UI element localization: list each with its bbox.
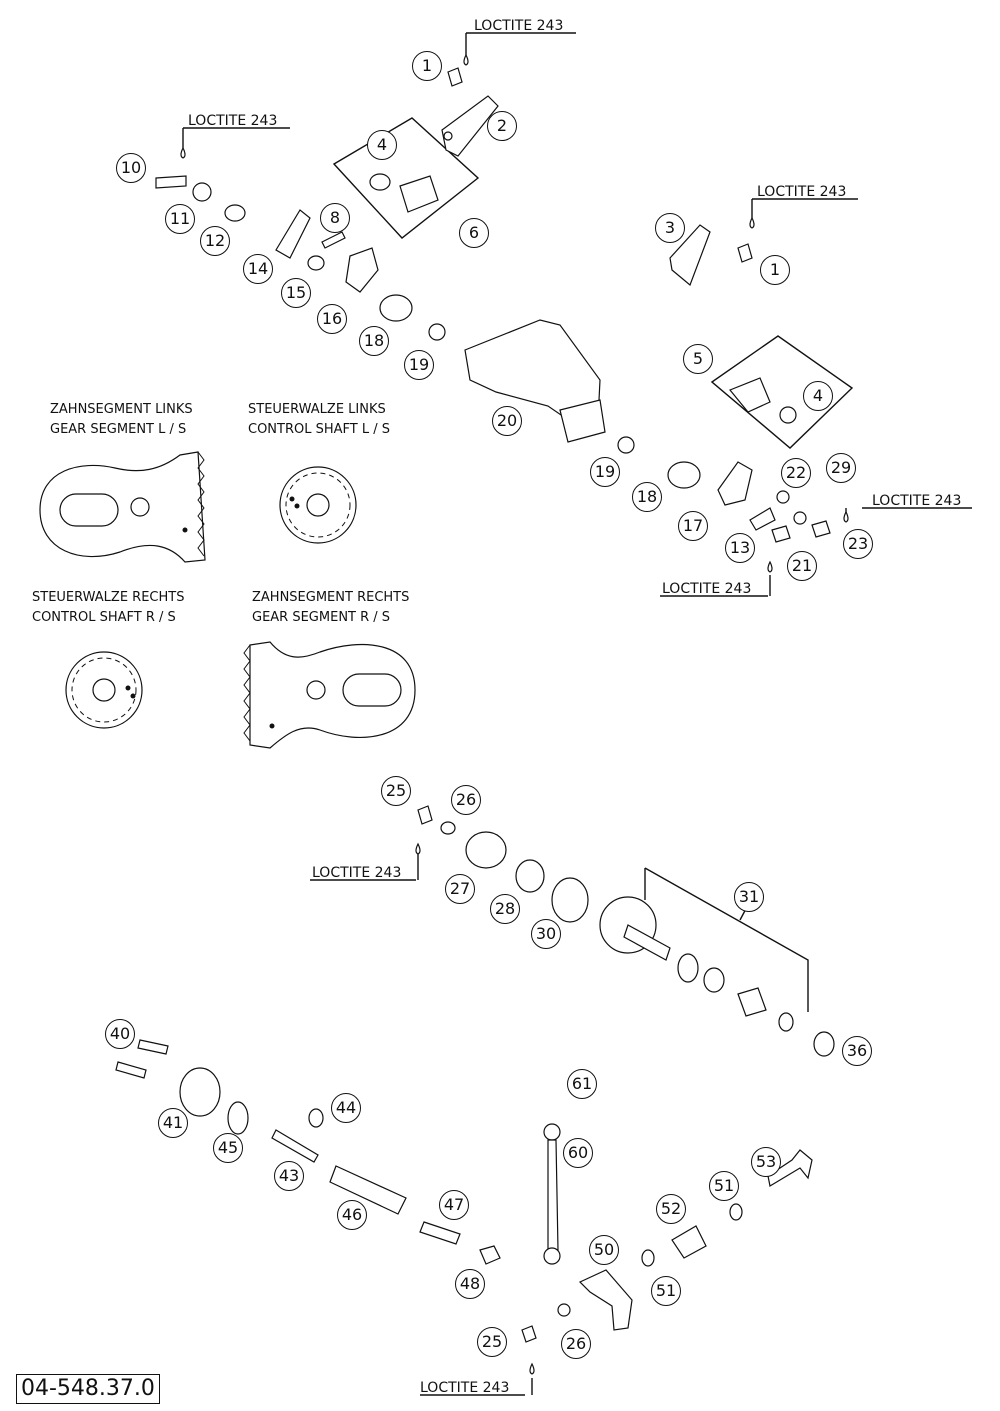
gear-segment-right-drawing	[249, 641, 416, 749]
gear-teeth	[71, 451, 351, 742]
piston-group-box-right	[710, 335, 854, 449]
callout-bubble: 51	[651, 1276, 681, 1306]
callout-bubble: 1	[412, 51, 442, 81]
gear-segment-right-label-de: ZAHNSEGMENT RECHTS	[252, 590, 410, 605]
callout-bubble: 28	[490, 894, 520, 924]
callout-bubble: 27	[445, 874, 475, 904]
gear-segment-left-drawing	[39, 451, 206, 563]
callout-bubble: 15	[281, 278, 311, 308]
callout-bubble: 40	[105, 1019, 135, 1049]
gear-segment-left-label-en: GEAR SEGMENT L / S	[50, 422, 187, 437]
callout-bubble: 4	[367, 130, 397, 160]
callout-bubble: 47	[439, 1190, 469, 1220]
gear-segment-right-label-en: GEAR SEGMENT R / S	[252, 610, 391, 625]
callout-bubble: 17	[678, 511, 708, 541]
callout-bubble: 44	[331, 1093, 361, 1123]
callout-bubble: 18	[359, 326, 389, 356]
callout-bubble: 36	[842, 1036, 872, 1066]
callout-bubble: 26	[451, 785, 481, 815]
callout-bubble: 19	[404, 350, 434, 380]
callout-bubble: 1	[760, 255, 790, 285]
bracket-31	[644, 867, 809, 1012]
callout-bubble: 23	[843, 529, 873, 559]
callout-bubble: 4	[803, 381, 833, 411]
callout-bubble: 3	[655, 213, 685, 243]
loctite-label: LOCTITE 243	[312, 865, 402, 881]
callout-bubble: 21	[787, 551, 817, 581]
callout-bubble: 14	[243, 254, 273, 284]
callout-bubble: 12	[200, 226, 230, 256]
loctite-label: LOCTITE 243	[872, 493, 962, 509]
callout-bubble: 5	[683, 344, 713, 374]
loctite-label: LOCTITE 243	[757, 184, 847, 200]
diagram-reference-number: 04-548.37.0	[16, 1374, 160, 1404]
callout-bubble: 48	[455, 1269, 485, 1299]
callout-bubble: 22	[781, 458, 811, 488]
loctite-label: LOCTITE 243	[188, 113, 278, 129]
callout-bubble: 31	[734, 882, 764, 912]
callout-bubble: 45	[213, 1133, 243, 1163]
gear-segment-left-label-de: ZAHNSEGMENT LINKS	[50, 402, 193, 417]
callout-bubble: 11	[165, 204, 195, 234]
callout-bubble: 51	[709, 1171, 739, 1201]
callout-bubble: 8	[320, 203, 350, 233]
callout-bubble: 16	[317, 304, 347, 334]
loctite-drops	[180, 53, 849, 1375]
part-sketches	[115, 67, 835, 1343]
callout-bubble: 60	[563, 1138, 593, 1168]
callout-bubble: 52	[656, 1194, 686, 1224]
loctite-label: LOCTITE 243	[474, 18, 564, 34]
detail-marker-dots	[125, 496, 300, 729]
callout-bubble: 61	[567, 1069, 597, 1099]
control-shaft-right-label-en: CONTROL SHAFT R / S	[32, 610, 176, 625]
callout-bubble: 46	[337, 1200, 367, 1230]
callout-bubble: 29	[826, 453, 856, 483]
callout-bubble: 41	[158, 1108, 188, 1138]
callout-bubble: 10	[116, 153, 146, 183]
callout-bubble: 43	[274, 1161, 304, 1191]
control-shaft-right-label-de: STEUERWALZE RECHTS	[32, 590, 185, 605]
callout-bubble: 50	[589, 1235, 619, 1265]
callout-bubble: 6	[459, 218, 489, 248]
callout-bubble: 2	[487, 111, 517, 141]
callout-bubble: 30	[531, 919, 561, 949]
callout-bubble: 53	[751, 1147, 781, 1177]
control-shaft-left-label-en: CONTROL SHAFT L / S	[248, 422, 390, 437]
callout-bubble: 18	[632, 482, 662, 512]
callout-bubble: 25	[381, 776, 411, 806]
callout-bubble: 25	[477, 1327, 507, 1357]
callout-bubble: 20	[492, 406, 522, 436]
control-shaft-left-label-de: STEUERWALZE LINKS	[248, 402, 386, 417]
callout-bubble: 26	[561, 1329, 591, 1359]
loctite-label: LOCTITE 243	[662, 581, 752, 597]
callout-bubble: 19	[590, 457, 620, 487]
loctite-label: LOCTITE 243	[420, 1380, 510, 1396]
callout-bubble: 13	[725, 533, 755, 563]
